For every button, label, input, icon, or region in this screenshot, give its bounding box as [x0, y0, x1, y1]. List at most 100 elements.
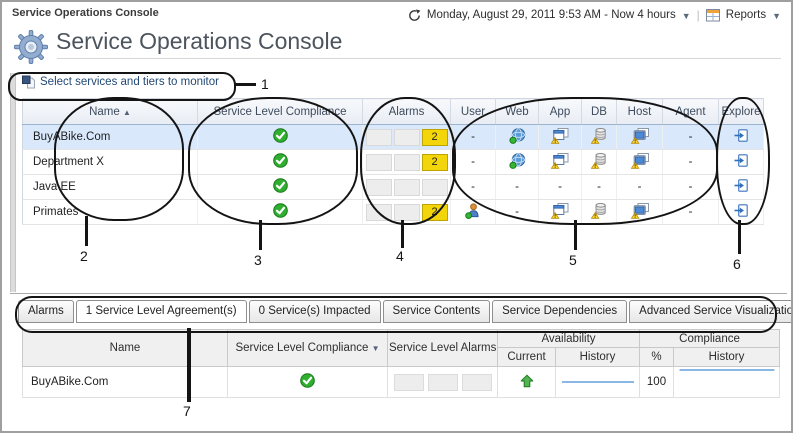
app-warning-icon — [551, 152, 569, 169]
select-services-link[interactable]: Select services and tiers to monitor — [22, 75, 219, 89]
services-table: Name ▲ Service Level Compliance Alarms U… — [22, 98, 764, 225]
service-name[interactable]: Department X — [22, 149, 198, 175]
col-header-db: DB — [581, 98, 617, 125]
col-header-alarms: Alarms — [362, 98, 451, 125]
callout-number-6: 6 — [733, 256, 741, 272]
page-title: Service Operations Console — [56, 28, 343, 54]
service-name[interactable]: BuyABike.Com — [22, 124, 198, 150]
user-status: - — [450, 149, 496, 175]
reports-menu[interactable]: Reports — [725, 9, 767, 21]
table-row[interactable]: Primates 2 - - — [22, 199, 764, 225]
callout-number-1: 1 — [261, 76, 269, 92]
sla-col-history: History — [555, 347, 640, 367]
callout-number-4: 4 — [396, 248, 404, 264]
sla-col-alarms: Service Level Alarms — [387, 329, 498, 367]
tab-bar: Alarms 1 Service Level Agreement(s) 0 Se… — [18, 300, 791, 323]
title-divider — [57, 58, 781, 59]
sla-col-availability-group: Availability — [497, 329, 640, 348]
app-warning-icon — [551, 127, 569, 144]
agent-status: - — [662, 174, 719, 200]
compliance-ok-icon — [272, 178, 288, 193]
sort-desc-icon: ▼ — [371, 344, 380, 353]
reports-caret-icon[interactable]: ▼ — [772, 11, 781, 21]
table-row[interactable]: BuyABike.Com 2 - - — [22, 124, 764, 150]
explore-button[interactable] — [734, 129, 748, 142]
tab-advanced-service-visualization[interactable]: Advanced Service Visualization — [629, 300, 791, 323]
compliance-ok-icon — [300, 373, 315, 388]
sla-col-name: Name — [22, 329, 228, 367]
user-status: - — [450, 174, 496, 200]
host-warning-icon — [630, 127, 649, 144]
compliance-ok-icon — [272, 203, 288, 218]
availability-history-sparkline — [561, 380, 634, 383]
user-status-icon — [465, 202, 481, 219]
col-header-explore: Explore — [718, 98, 764, 125]
time-range-selector[interactable]: Monday, August 29, 2011 9:53 AM - Now 4 … — [426, 9, 676, 21]
table-row[interactable]: Department X 2 - - — [22, 149, 764, 175]
agent-status: - — [662, 149, 719, 175]
sla-col-compliance[interactable]: Service Level Compliance ▼ — [227, 329, 388, 367]
time-range-icon — [408, 8, 421, 22]
sla-table: Name Service Level Compliance ▼ Service … — [22, 329, 781, 398]
gear-icon — [13, 29, 49, 70]
app-warning-icon — [551, 202, 569, 219]
db-warning-icon — [591, 202, 607, 219]
table-row[interactable]: Java EE - - - - - - — [22, 174, 764, 200]
tab-service-dependencies[interactable]: Service Dependencies — [492, 300, 628, 323]
compliance-history-sparkline — [679, 369, 774, 371]
sla-col-compliance-group: Compliance — [638, 329, 781, 348]
alarm-count-badge[interactable]: 2 — [421, 128, 448, 146]
col-header-web: Web — [495, 98, 539, 125]
sort-asc-icon: ▲ — [122, 107, 131, 117]
callout-number-5: 5 — [569, 252, 577, 268]
web-status: - — [495, 174, 539, 200]
compliance-ok-icon — [272, 153, 288, 168]
callout-number-7: 7 — [183, 403, 191, 419]
breadcrumb: Service Operations Console — [12, 7, 159, 19]
col-header-service-level-compliance: Service Level Compliance — [197, 98, 363, 125]
service-name[interactable]: Java EE — [22, 174, 198, 200]
alarm-count-badge[interactable]: 2 — [421, 203, 448, 221]
sla-col-history2: History — [672, 347, 781, 367]
web-status-icon — [508, 152, 526, 169]
host-warning-icon — [630, 152, 649, 169]
callout-number-3: 3 — [254, 252, 262, 268]
tab-services-impacted[interactable]: 0 Service(s) Impacted — [248, 300, 381, 323]
time-range-caret-icon[interactable]: ▼ — [681, 11, 691, 21]
col-header-agent: Agent — [662, 98, 719, 125]
service-name[interactable]: Primates — [22, 199, 198, 225]
explore-button[interactable] — [734, 204, 748, 217]
select-services-icon — [22, 75, 35, 89]
tab-service-contents[interactable]: Service Contents — [382, 300, 491, 323]
pane-divider[interactable] — [10, 293, 787, 294]
db-status: - — [581, 174, 617, 200]
reports-icon — [705, 8, 720, 22]
alarm-count-empty — [421, 178, 448, 196]
col-header-host: Host — [616, 98, 663, 125]
agent-status: - — [662, 199, 719, 225]
user-status: - — [450, 124, 496, 150]
callout-line-1 — [234, 83, 256, 86]
col-header-name[interactable]: Name ▲ — [22, 98, 198, 125]
agent-status: - — [662, 124, 719, 150]
web-status: - — [495, 199, 539, 225]
tab-service-level-agreements[interactable]: 1 Service Level Agreement(s) — [75, 300, 247, 323]
compliance-percent: 100 — [639, 366, 674, 398]
sla-col-current: Current — [497, 347, 556, 367]
table-row[interactable]: BuyABike.Com 100 — [22, 366, 781, 398]
left-panel-splitter[interactable] — [10, 73, 16, 292]
header-separator: | — [696, 8, 700, 22]
host-warning-icon — [630, 202, 649, 219]
db-warning-icon — [591, 127, 607, 144]
app-status: - — [538, 174, 582, 200]
availability-up-icon — [520, 374, 534, 388]
callout-number-2: 2 — [80, 248, 88, 264]
alarm-count-badge[interactable]: 2 — [421, 153, 448, 171]
sla-col-percent: % — [639, 347, 674, 367]
explore-button[interactable] — [734, 154, 748, 167]
tab-alarms[interactable]: Alarms — [18, 300, 74, 323]
explore-button[interactable] — [734, 179, 748, 192]
sla-service-name[interactable]: BuyABike.Com — [22, 366, 228, 398]
col-header-app: App — [538, 98, 582, 125]
